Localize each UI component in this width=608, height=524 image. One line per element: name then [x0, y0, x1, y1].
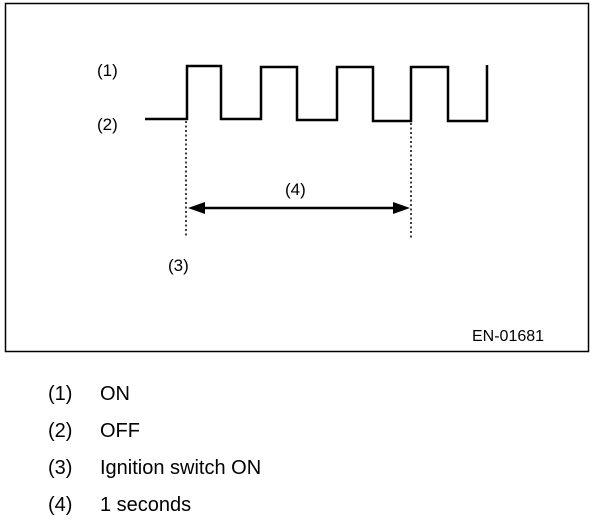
legend-number: (3)	[48, 457, 73, 479]
legend-number: (1)	[48, 383, 73, 405]
legend-text: 1 seconds	[100, 494, 192, 516]
interval-arrow-left-head	[188, 202, 205, 214]
label-ignition: (3)	[168, 256, 189, 275]
legend-item: (4) 1 seconds	[48, 487, 261, 524]
legend-item: (2) OFF	[48, 413, 261, 450]
legend-text: Ignition switch ON	[100, 457, 262, 479]
legend-text: ON	[100, 383, 130, 405]
label-on: (1)	[97, 61, 118, 80]
legend-item: (1) ON	[48, 376, 261, 413]
legend-list: (1) ON (2) OFF (3) Ignition switch ON (4…	[48, 376, 261, 524]
figure-frame	[4, 2, 590, 353]
signal-waveform	[145, 64, 489, 123]
legend-item: (3) Ignition switch ON	[48, 450, 261, 487]
legend-text: OFF	[100, 420, 140, 442]
interval-arrow-right-head	[393, 202, 410, 214]
label-interval: (4)	[285, 180, 306, 199]
timing-diagram: (1) (2) (4) (3) EN-01681	[4, 2, 590, 353]
figure-code: EN-01681	[472, 328, 544, 345]
legend-number: (4)	[48, 494, 73, 516]
legend-number: (2)	[48, 420, 73, 442]
label-off: (2)	[97, 115, 118, 134]
